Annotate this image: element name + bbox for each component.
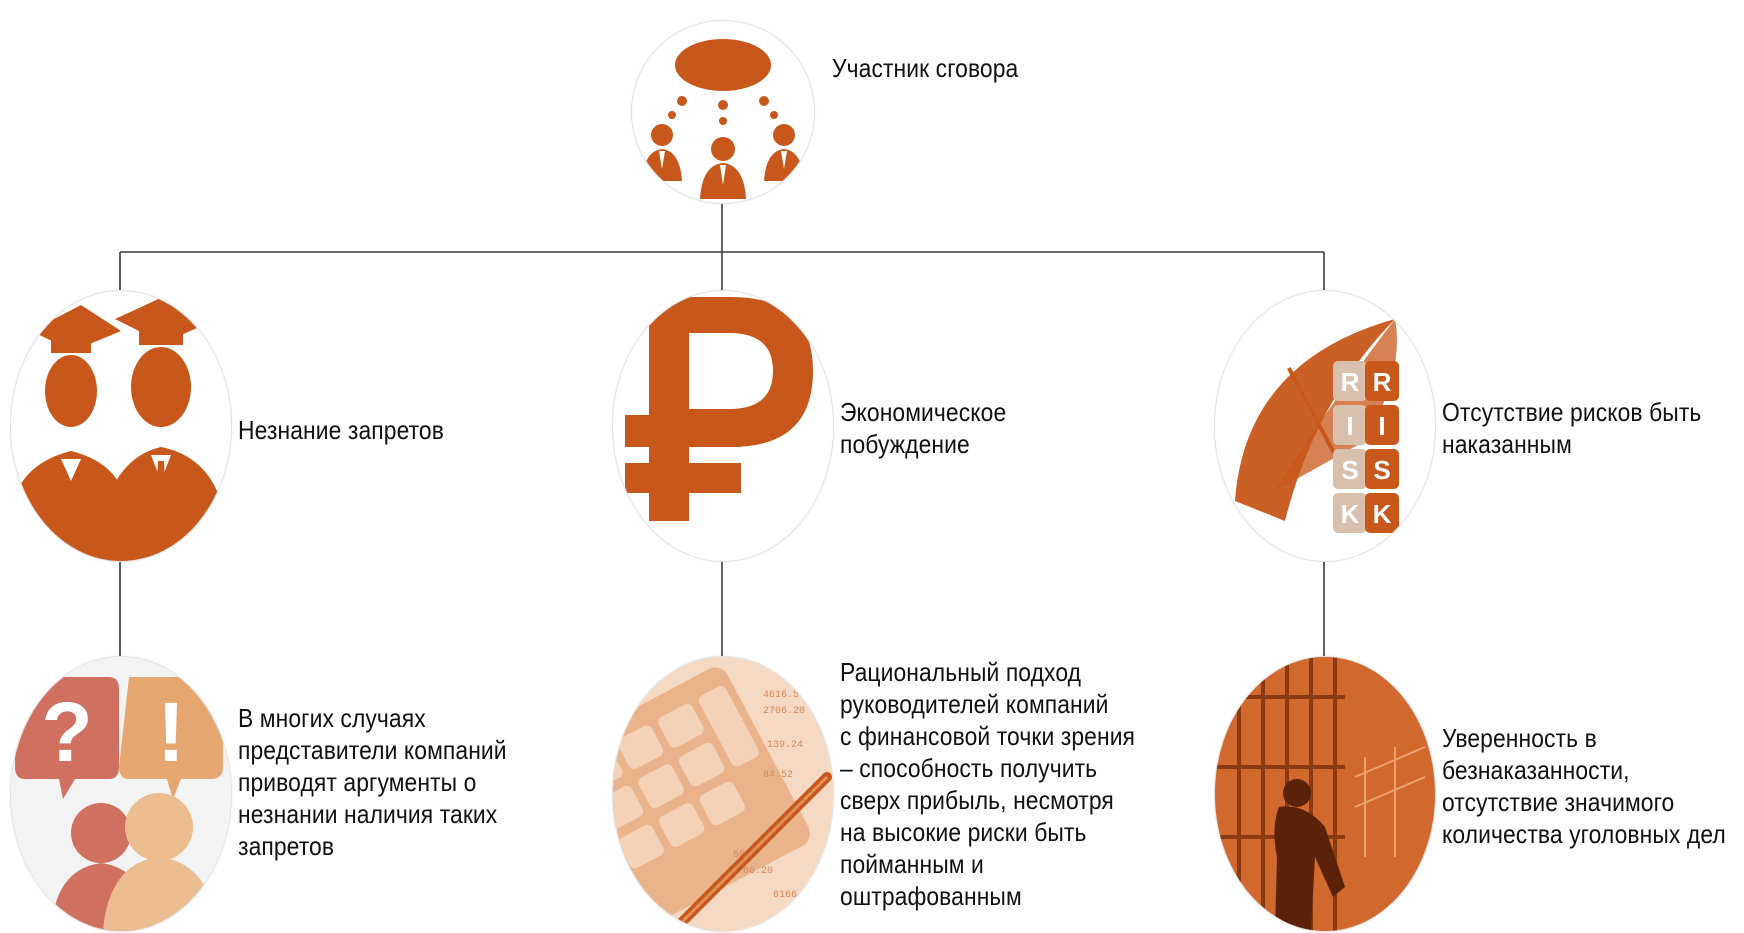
detail-3-line-2: безнаказанности, [1442,755,1630,785]
branch-3-label-line-2: наказанным [1442,429,1572,459]
risk-letter-r: R [1373,367,1392,397]
root-node-circle [631,20,815,204]
detail-2-line-8: оштрафованным [840,881,1022,911]
graduates-icon [11,295,225,561]
detail-1-line-1: В многих случаях [238,703,426,733]
detail-2-line-5: сверх прибыль, несмотря [840,785,1114,815]
detail-3-circle [1214,656,1436,932]
svg-text:2706.20: 2706.20 [731,866,773,877]
detail-2-line-2: руководителей компаний [840,689,1109,719]
branch-2-circle [612,290,834,562]
detail-2-line-4: – способность получить [840,753,1098,783]
svg-text:2706.20: 2706.20 [763,706,805,717]
prison-bars-icon [1215,657,1435,931]
branch-3-circle: R R I I S S K K [1214,290,1436,562]
root-label: Участник сговора [832,53,1019,83]
detail-3-text: Уверенность в безнаказанности, отсутстви… [1442,722,1726,850]
risk-letter-r-shadow: R [1341,367,1360,397]
detail-1-text: В многих случаях представители компаний … [238,702,507,862]
svg-text:84.52: 84.52 [763,770,793,781]
detail-1-line-2: представители компаний [238,735,507,765]
risk-letter-k: K [1373,499,1392,529]
branch-1-circle [10,290,232,562]
branch-2-label: Экономическое побуждение [840,396,1006,460]
detail-2-line-6: на высокие риски быть [840,817,1087,847]
branch-2-label-line-1: Экономическое [840,397,1007,427]
branch-2-label-line-2: побуждение [840,429,970,459]
ruble-icon [625,297,813,521]
detail-2-circle: 4616.59 2706.20 139.24 84.52 5014 2706.2… [612,656,834,932]
detail-2-line-3: с финансовой точки зрения [840,721,1136,751]
risk-letter-s-shadow: S [1341,455,1358,485]
detail-3-line-3: отсутствие значимого [1442,787,1675,817]
branch-1-label-line-1: Незнание запретов [238,415,444,445]
detail-2-line-7: пойманным и [840,849,984,879]
detail-1-line-4: незнании наличия таких [238,799,498,829]
detail-3-line-4: количества уголовных дел [1442,819,1726,849]
risk-letter-i: I [1378,411,1385,441]
umbrella-risk-icon: R R I I S S K K [1235,319,1399,533]
svg-text:?: ? [41,685,92,779]
risk-letter-i-shadow: I [1346,411,1353,441]
question-exclamation-people-icon: ? ! [11,657,231,931]
svg-text:139.24: 139.24 [767,740,803,751]
branch-1-label: Незнание запретов [238,414,444,446]
detail-3-line-1: Уверенность в [1442,723,1597,753]
svg-text:4616.59: 4616.59 [763,690,805,701]
detail-1-circle: ? ! [10,656,232,932]
risk-letter-s: S [1373,455,1390,485]
calculator-icon: 4616.59 2706.20 139.24 84.52 5014 2706.2… [613,657,833,931]
detail-2-text: Рациональный подход руководителей компан… [840,656,1135,912]
conspiracy-group-icon [642,39,804,199]
svg-text:6166.01: 6166.01 [773,890,815,901]
detail-1-line-5: запретов [238,831,335,861]
detail-2-line-1: Рациональный подход [840,657,1082,687]
detail-1-line-3: приводят аргументы о [238,767,477,797]
svg-text:!: ! [157,685,185,779]
risk-letter-k-shadow: K [1341,499,1360,529]
branch-3-label: Отсутствие рисков быть наказанным [1442,396,1701,460]
branch-3-label-line-1: Отсутствие рисков быть [1442,397,1702,427]
